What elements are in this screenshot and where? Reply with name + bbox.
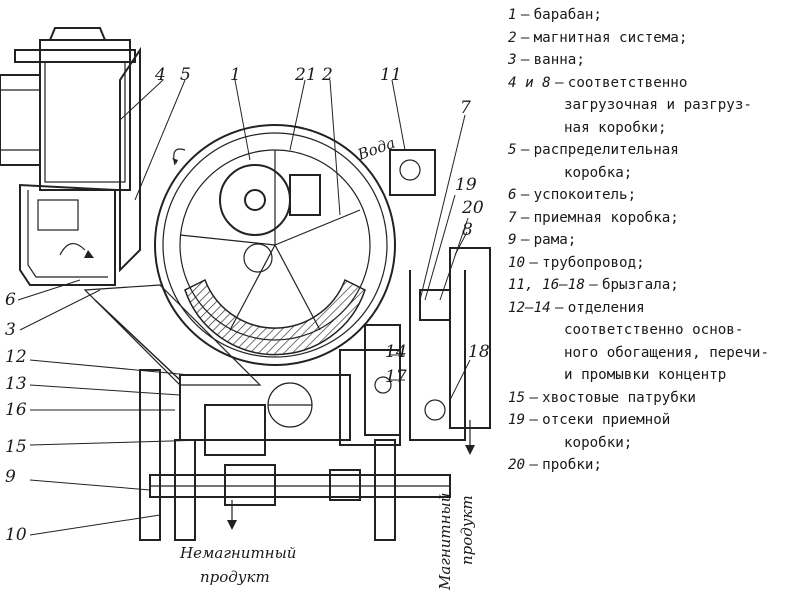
separator-drawing: 4 5 1 21 2 11 7 19 20 8 6 3 12 13 16 15 …: [0, 27, 491, 591]
callout-17: 17: [385, 367, 407, 387]
legend-dash: —: [520, 209, 530, 226]
legend-item: 9—рама;: [508, 229, 800, 252]
legend-item: 3—ванна;: [508, 49, 800, 72]
legend-item: 4 и 8—соответственно: [508, 72, 800, 95]
callout-20: 20: [461, 198, 484, 218]
legend-item: 6—успокоитель;: [508, 184, 800, 207]
legend-text: приемная коробка;: [533, 209, 679, 226]
legend-item: 2—магнитная система;: [508, 27, 800, 50]
distribution-box: [119, 46, 141, 273]
legend-number: 9: [508, 232, 517, 248]
legend-item: 1—барабан;: [508, 4, 800, 27]
legend-text: рама;: [533, 232, 577, 248]
callout-10: 10: [5, 525, 27, 545]
legend-number: 2: [508, 29, 517, 46]
legend-text: пробки;: [542, 457, 602, 473]
legend-number: 20: [508, 457, 526, 473]
legend-dash: —: [554, 299, 564, 316]
callout-2: 2: [321, 65, 333, 85]
legend-number: 15: [508, 389, 526, 406]
legend-number: 7: [508, 209, 517, 226]
callout-13: 13: [5, 374, 27, 394]
legend-text: ванна;: [533, 52, 585, 68]
callout-9: 9: [5, 467, 16, 487]
legend-dash: —: [520, 187, 530, 203]
legend-number: 19: [508, 412, 526, 428]
legend-dash: —: [529, 457, 538, 473]
legend-dash: —: [520, 29, 530, 46]
legend-item: 20—пробки;: [508, 454, 800, 474]
legend-text: брызгала;: [601, 277, 679, 293]
nonmagnetic-product-label-1: Немагнитный: [179, 544, 296, 562]
legend-number: 4 и 8: [508, 74, 551, 91]
legend-item: 12—14—отделения: [508, 297, 800, 320]
callout-4: 4: [154, 65, 166, 85]
legend-text: магнитная система;: [533, 29, 688, 46]
legend-text-continued: коробка;: [564, 164, 633, 181]
callout-3: 3: [5, 320, 16, 340]
legend-text-continued: и промывки концентр: [564, 367, 727, 383]
bath: [83, 284, 262, 386]
legend-item: 11, 16—18—брызгала;: [508, 274, 800, 297]
legend-text: барабан;: [533, 7, 602, 23]
receiving-box: [389, 149, 491, 455]
frame: [139, 369, 451, 541]
legend-text-continued: ного обогащения, перечи-: [564, 344, 769, 361]
legend-text: успокоитель;: [533, 187, 637, 203]
legend-text-continued: ная коробки;: [564, 119, 667, 136]
legend-dash: —: [554, 74, 564, 91]
callout-11: 11: [380, 65, 402, 85]
loading-box: [0, 27, 136, 191]
legend-dash: —: [529, 389, 538, 406]
legend-text-continued: загрузочная и разгруз-: [564, 97, 752, 113]
legend-dash: —: [520, 52, 530, 68]
callout-14: 14: [385, 342, 407, 362]
legend-text: распределительная: [533, 142, 679, 158]
legend-dash: —: [529, 412, 538, 428]
callout-19: 19: [455, 175, 477, 195]
callout-18: 18: [468, 342, 490, 362]
legend-number: 1: [508, 7, 517, 23]
legend-text-continued: коробки;: [564, 434, 633, 451]
drum: [154, 124, 396, 366]
legend-item: 7—приемная коробка;: [508, 207, 800, 230]
legend-number: 10: [508, 254, 526, 271]
callout-16: 16: [5, 400, 27, 420]
callout-8: 8: [462, 220, 473, 240]
legend-number: 6: [508, 187, 517, 203]
callout-12: 12: [5, 347, 27, 367]
legend-text: отделения: [567, 299, 645, 316]
legend-text: отсеки приемной: [542, 412, 671, 428]
legend: 1—барабан;2—магнитная система;3—ванна;4 …: [508, 4, 800, 474]
legend-number: 12—14: [508, 299, 551, 316]
legend-text: соответственно: [567, 74, 688, 91]
legend-text-continued: соответственно основ-: [564, 322, 744, 338]
legend-number: 5: [508, 142, 517, 158]
legend-text: трубопровод;: [542, 254, 645, 271]
legend-item: 10—трубопровод;: [508, 252, 800, 275]
legend-item: 15—хвостовые патрубки: [508, 387, 800, 410]
callout-5: 5: [180, 65, 191, 85]
legend-item: 5—распределительная: [508, 139, 800, 162]
calming-box: [19, 183, 116, 286]
leader-lines: [17, 79, 471, 536]
callout-6: 6: [5, 290, 16, 310]
nonmagnetic-product-label-2: продукт: [200, 568, 270, 586]
water-label: Вода: [354, 134, 397, 164]
legend-dash: —: [520, 142, 530, 158]
legend-dash: —: [589, 277, 598, 293]
legend-number: 3: [508, 52, 517, 68]
callout-21: 21: [294, 65, 317, 85]
callout-7: 7: [460, 98, 471, 118]
magnetic-product-label-2: продукт: [458, 495, 476, 565]
legend-dash: —: [520, 7, 530, 23]
callout-15: 15: [5, 437, 27, 457]
legend-dash: —: [520, 232, 530, 248]
legend-number: 11, 16—18: [508, 277, 585, 293]
callout-1: 1: [230, 65, 241, 85]
legend-text: хвостовые патрубки: [542, 389, 696, 406]
magnetic-product-label-1: Магнитный: [436, 493, 454, 591]
legend-dash: —: [529, 254, 538, 271]
legend-item: 19—отсеки приемной: [508, 409, 800, 432]
